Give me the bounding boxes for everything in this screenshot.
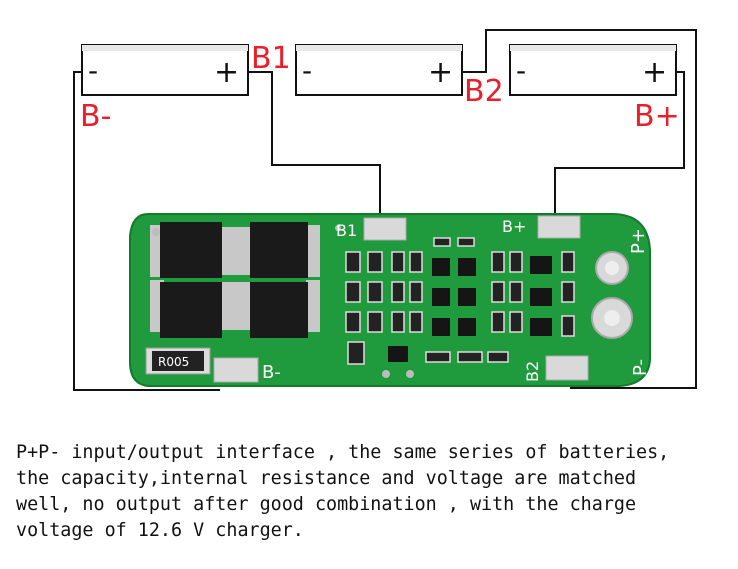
silk-b-minus: B- bbox=[262, 362, 281, 383]
mosfet-1 bbox=[160, 222, 222, 278]
silk-p-minus: P- bbox=[630, 359, 651, 376]
wire-b-minus bbox=[73, 71, 220, 391]
pad-b2 bbox=[545, 355, 589, 381]
mosfet-3 bbox=[250, 222, 308, 278]
wire-b1 bbox=[248, 71, 381, 225]
pad-b1 bbox=[363, 217, 407, 241]
battery-1-plus: + bbox=[214, 55, 239, 90]
battery-2: - + bbox=[295, 44, 463, 96]
wiring bbox=[73, 29, 697, 391]
battery-2-minus: - bbox=[302, 54, 312, 87]
silk-p-plus: P+ bbox=[628, 228, 649, 254]
silk-b-plus: B+ bbox=[502, 217, 526, 236]
battery-3: - + bbox=[509, 44, 677, 96]
caption: P+P- input/output interface , the same s… bbox=[16, 440, 728, 544]
battery-1: - + bbox=[81, 44, 249, 96]
label-b-minus: B- bbox=[80, 99, 111, 134]
battery-3-minus: - bbox=[516, 54, 526, 87]
resistor-marking: R005 bbox=[158, 355, 189, 369]
label-b-plus: B+ bbox=[634, 99, 680, 134]
caption-line-4: voltage of 12.6 V charger. bbox=[16, 520, 304, 541]
caption-line-3: well, no output after good combination ,… bbox=[16, 494, 637, 515]
small-components bbox=[152, 225, 575, 378]
label-b2: B2 bbox=[464, 74, 504, 109]
mosfet-group bbox=[150, 222, 320, 338]
caption-line-1: P+P- input/output interface , the same s… bbox=[16, 442, 670, 463]
mosfet-4 bbox=[250, 282, 308, 338]
battery-2-plus: + bbox=[428, 55, 453, 90]
wire-b-plus bbox=[554, 71, 685, 225]
silk-b1: B1 bbox=[336, 221, 357, 240]
mosfet-2 bbox=[160, 282, 222, 338]
silk-b2: B2 bbox=[523, 361, 542, 382]
pad-b-plus bbox=[537, 215, 581, 239]
pcb-board: R005 bbox=[129, 213, 651, 387]
label-b1: B1 bbox=[251, 41, 291, 76]
bms-wiring-diagram: - + - + - + B1 B2 B- B+ bbox=[73, 29, 697, 391]
battery-1-minus: - bbox=[88, 54, 98, 87]
battery-3-plus: + bbox=[642, 55, 667, 90]
shunt-resistor: R005 bbox=[145, 347, 211, 375]
wire-b2-link bbox=[462, 29, 697, 389]
pad-b-minus bbox=[213, 357, 259, 383]
caption-line-2: the capacity,internal resistance and vol… bbox=[16, 468, 637, 489]
